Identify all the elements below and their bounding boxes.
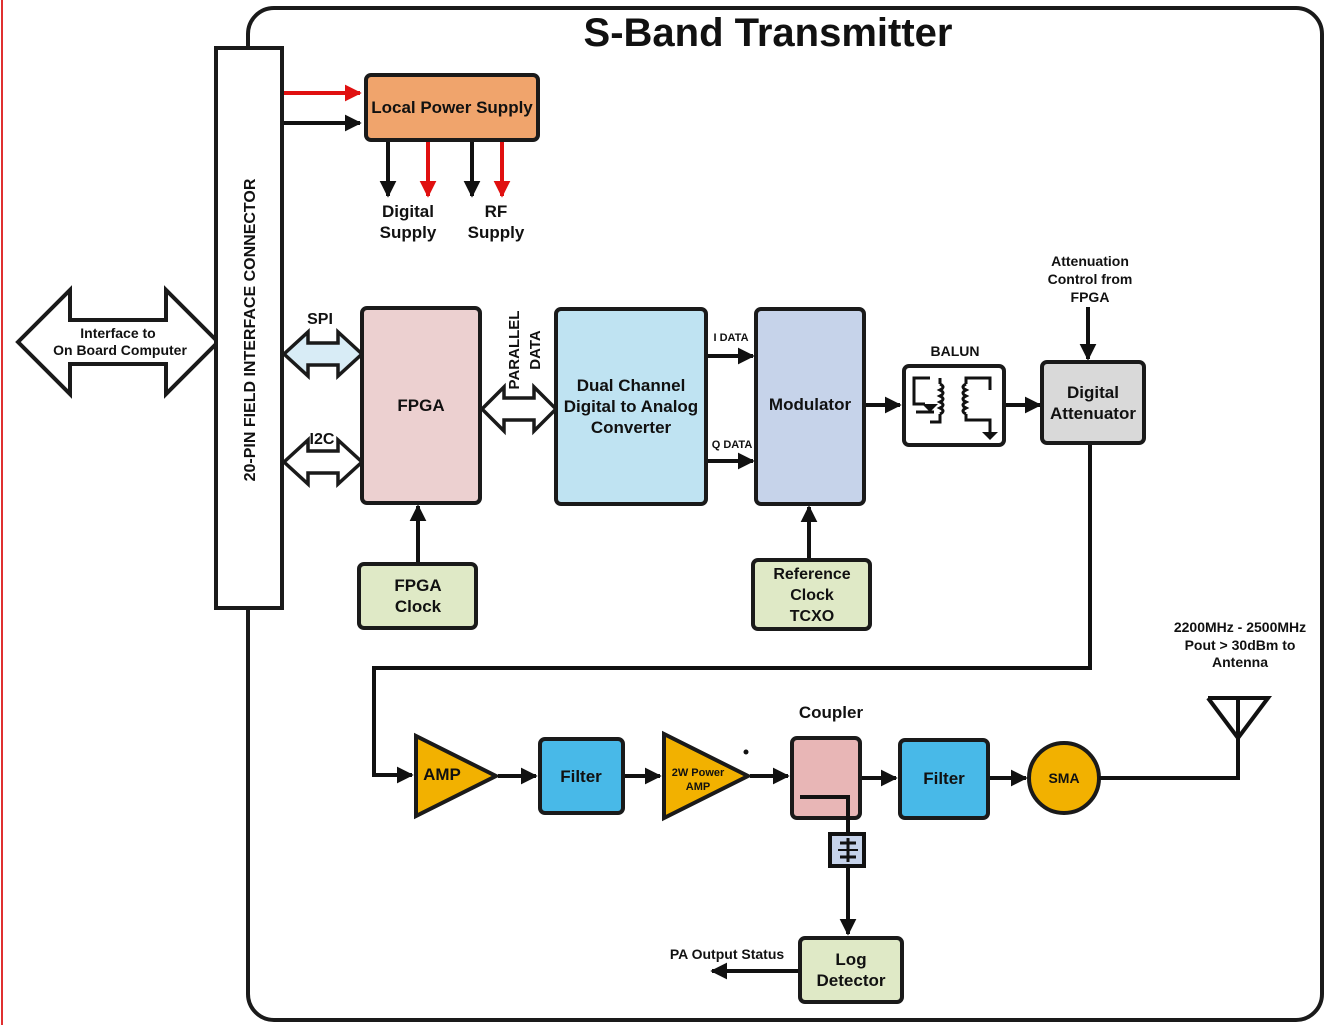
log-detector-label-1: Log: [835, 950, 866, 969]
filter2-block: Filter: [898, 738, 990, 820]
i-data-label: I DATA: [713, 332, 748, 344]
connector-label: 20-PIN FIELD INTERFACE CONNECTOR: [242, 178, 259, 481]
digital-supply-label-2: Supply: [380, 223, 437, 242]
pa-label-2: AMP: [686, 781, 710, 793]
attenuator-to-amp-wire: [372, 445, 1092, 784]
fpga-label: FPGA: [397, 396, 444, 415]
sma-connector: SMA: [1027, 741, 1101, 815]
atten-control-label-3: FPGA: [1071, 289, 1110, 305]
coupler-label: Coupler: [799, 703, 864, 722]
log-detector-label-2: Detector: [817, 971, 886, 990]
atten-control-label-1: Attenuation: [1051, 253, 1129, 269]
i2c-label: I2C: [310, 431, 335, 448]
rf-supply-label-1: RF: [485, 202, 508, 221]
amp-label: AMP: [423, 765, 461, 784]
dac-label-2: Digital to Analog: [564, 397, 698, 416]
dac-label-3: Converter: [591, 418, 672, 437]
fpga-block: FPGA: [360, 306, 482, 505]
power-supply-label: Local Power Supply: [371, 98, 533, 117]
attenuator-label-2: Attenuator: [1050, 404, 1136, 423]
antenna-note-1: 2200MHz - 2500MHz: [1174, 619, 1306, 635]
pa-status-label: PA Output Status: [670, 946, 785, 962]
digital-attenuator-block: Digital Attenuator: [1040, 360, 1146, 445]
ref-clock-label-3: TCXO: [790, 608, 834, 625]
reference-clock-block: Reference Clock TCXO: [751, 558, 872, 631]
fpga-clock-label-2: Clock: [395, 597, 442, 616]
sma-to-antenna-wire: [1099, 736, 1240, 780]
power-amp-block: 2W Power AMP: [662, 730, 753, 822]
modulator-block: Modulator: [754, 307, 866, 506]
antenna-note-3: Antenna: [1212, 654, 1268, 670]
parallel-label: PARALLEL: [506, 311, 523, 390]
fpga-clock-block: FPGA Clock: [357, 562, 478, 630]
coupler-attenuator-icon: [828, 832, 866, 868]
ref-clock-label-2: Clock: [790, 587, 834, 604]
local-power-supply: Local Power Supply: [364, 73, 540, 142]
filter1-block: Filter: [538, 737, 625, 815]
balun-block: [902, 364, 1006, 447]
modulator-label: Modulator: [769, 395, 852, 414]
interface-arrow: Interface to On Board Computer: [15, 285, 221, 399]
coupler-block: [790, 736, 862, 836]
data-label: DATA: [527, 330, 544, 370]
q-data-label: Q DATA: [712, 439, 753, 451]
filter1-label: Filter: [560, 767, 602, 786]
enclosure-outline: [246, 6, 1324, 1022]
interface-label-line2: On Board Computer: [53, 342, 187, 358]
digital-supply-label-1: Digital: [382, 202, 434, 221]
balun-label: BALUN: [931, 343, 980, 359]
amp-block: AMP: [414, 732, 501, 820]
diagram-title: S-Band Transmitter: [584, 11, 953, 55]
log-detector-block: Log Detector: [798, 936, 904, 1004]
pa-label-1: 2W Power: [672, 767, 725, 779]
filter2-label: Filter: [923, 769, 965, 788]
balun-primary-icon: [912, 376, 934, 414]
fpga-clock-label-1: FPGA: [394, 576, 441, 595]
rf-supply-label-2: Supply: [468, 223, 525, 242]
dac-label-1: Dual Channel: [577, 376, 686, 395]
spi-bus-arrow: [281, 328, 365, 380]
antenna-note-2: Pout > 30dBm to: [1185, 637, 1296, 653]
ref-clock-label-1: Reference: [773, 566, 850, 583]
attenuator-label-1: Digital: [1067, 383, 1119, 402]
atten-control-label-2: Control from: [1048, 271, 1133, 287]
spi-label: SPI: [307, 311, 333, 328]
dac-block: Dual Channel Digital to Analog Converter: [554, 307, 708, 506]
sma-label: SMA: [1048, 770, 1079, 786]
antenna-icon: [1206, 696, 1272, 742]
stray-dot: [743, 749, 749, 755]
parallel-data-arrow: [479, 382, 559, 436]
field-connector: 20-PIN FIELD INTERFACE CONNECTOR: [214, 46, 284, 610]
interface-label-line1: Interface to: [80, 325, 155, 341]
balun-secondary-icon: [964, 376, 992, 432]
